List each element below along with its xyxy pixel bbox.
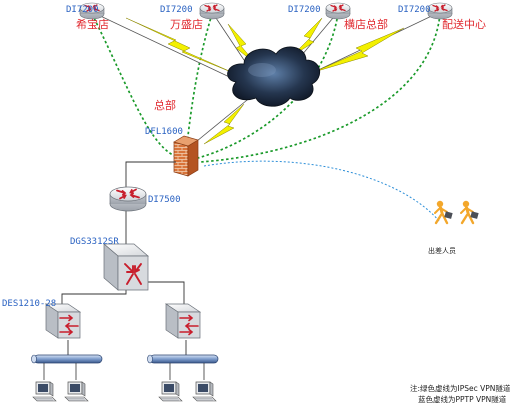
router-icon-wansheng (199, 2, 225, 20)
legend-note-ipsec: 注:绿色虚线为IPSec VPN隧道 (410, 384, 511, 393)
branch-name-wansheng: 万盛店 (170, 18, 203, 31)
traveler-icon (433, 199, 454, 225)
access-switch-label: DES1210-28 (2, 299, 57, 309)
legend-note-pptp: 蓝色虚线为PPTP VPN隧道 (418, 395, 507, 404)
lightning-bolt (203, 103, 245, 145)
branch-name-peisong: 配送中心 (442, 18, 486, 31)
router-icon-hengdian (325, 2, 351, 20)
ethernet-bus (147, 354, 219, 364)
core-switch-label: DGS3312SR (70, 237, 119, 247)
ipsec-tunnels (91, 13, 441, 163)
pc-icon (158, 381, 183, 402)
core-router-label: DI7500 (148, 195, 181, 205)
branch-name-xibao: 希宝店 (76, 18, 109, 31)
wan-lightning (125, 17, 405, 145)
pc-icon (64, 381, 89, 402)
branch-model-wansheng: DI7200 (160, 5, 193, 15)
ipsec-tunnel-wansheng (185, 13, 213, 153)
hq-label: 总部 (154, 99, 176, 112)
traveler-icon (459, 199, 480, 225)
branch-name-hengdian: 横店总部 (344, 18, 388, 31)
branch-model-peisong: DI7200 (398, 5, 431, 15)
branch-model-hengdian: DI7200 (288, 5, 321, 15)
lan-links (61, 161, 187, 356)
pc-icon (32, 381, 57, 402)
pc-icon (192, 381, 217, 402)
access-switch-icon (45, 303, 81, 339)
ipsec-tunnel-peisong (199, 13, 441, 163)
pc-links (43, 363, 205, 380)
ipsec-tunnel-xibao (91, 13, 181, 159)
access-switch-icon (165, 303, 201, 339)
router-icon-peisong (427, 2, 453, 20)
branch-model-xibao: DI7200 (66, 5, 99, 15)
core-router-icon (109, 186, 147, 212)
firewall-label: DFL1600 (145, 127, 183, 137)
firewall-icon (173, 135, 199, 177)
ethernet-bus (31, 354, 103, 364)
core-switch-icon (103, 243, 149, 291)
internet-cloud (227, 46, 320, 107)
pptp-tunnel (203, 160, 441, 223)
travelers-label: 出差人员 (428, 247, 456, 255)
ipsec-tunnel-hengdian (197, 13, 339, 159)
